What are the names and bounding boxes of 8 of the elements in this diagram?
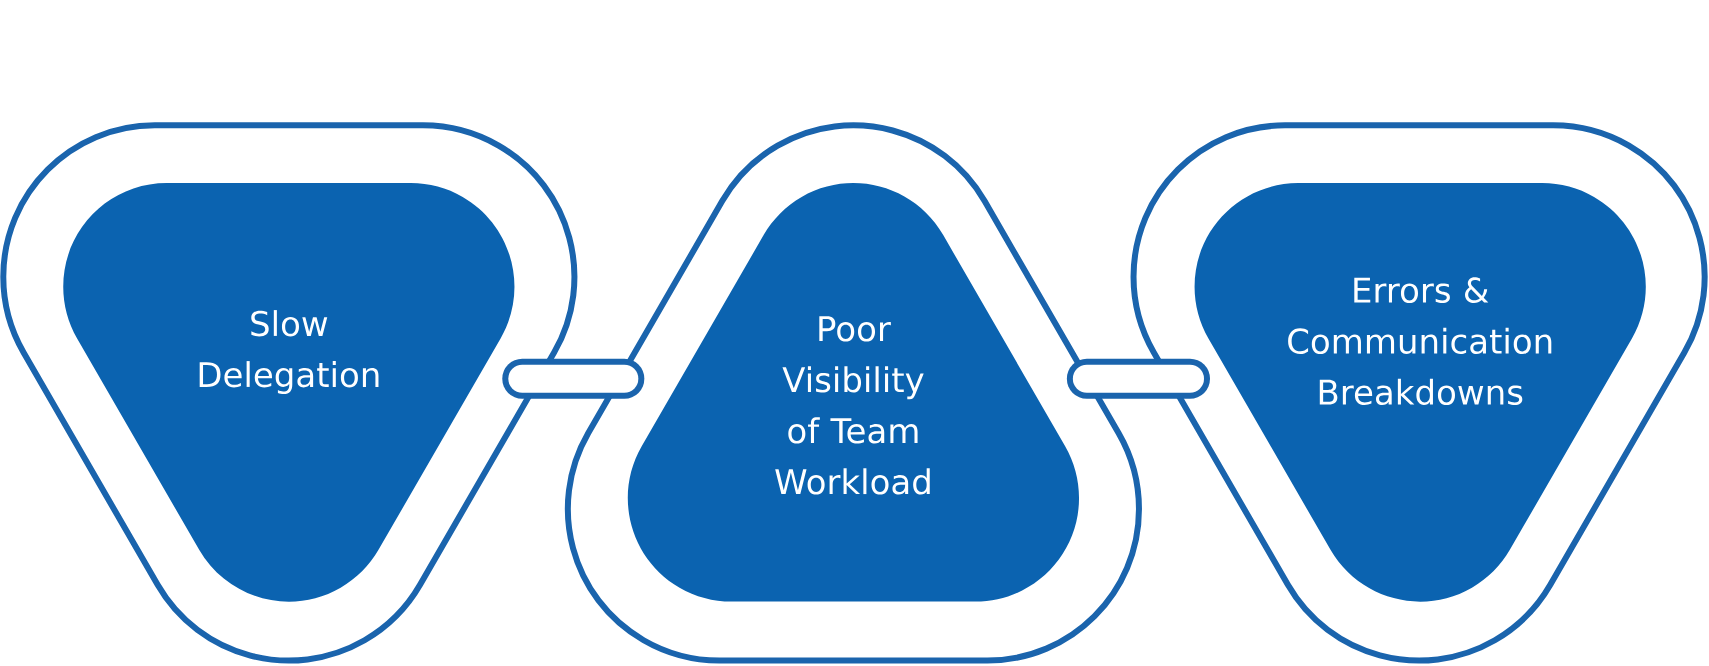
triangle-outline [1130, 122, 1708, 664]
triangle-card: Slow Delegation [63, 183, 515, 602]
triangle-card: Errors & Communication Breakdowns [1194, 183, 1646, 602]
pill-connector [502, 358, 645, 399]
triangle-card: Poor Visibility of Team Workload [627, 183, 1080, 602]
triangle-outline [564, 122, 1142, 664]
triangle-outline [0, 122, 578, 664]
pill-connector [1066, 358, 1210, 399]
